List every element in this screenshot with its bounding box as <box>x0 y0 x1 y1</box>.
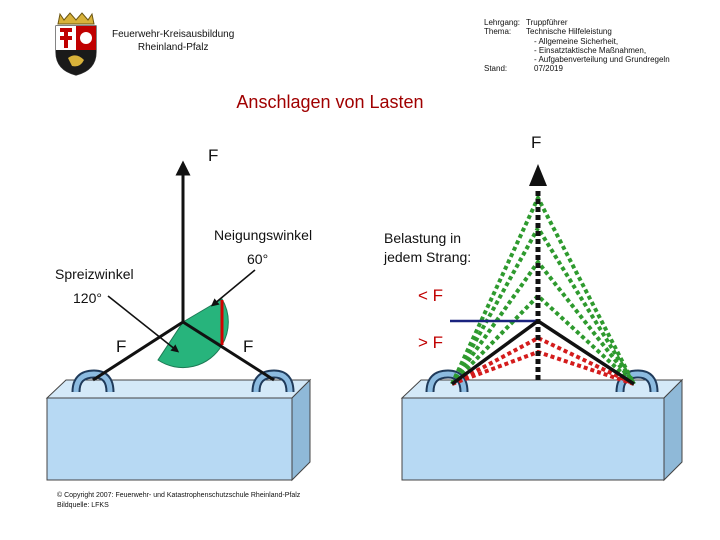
inclination-label: Neigungswinkel <box>214 227 313 243</box>
spread-angle-arrow <box>107 295 180 353</box>
lifting-eye-left <box>425 369 469 393</box>
load-label-line-2: jedem Strang: <box>384 249 472 265</box>
force-label-top-left: F <box>208 146 219 165</box>
page-title: Anschlagen von Lasten <box>236 92 424 112</box>
course-label: Lehrgang: <box>484 18 521 27</box>
lifting-eye-left <box>71 369 115 393</box>
force-label-top-right: F <box>531 133 542 152</box>
load-block-right <box>400 378 684 482</box>
org-line-1: Feuerwehr-Kreisausbildung <box>112 29 235 40</box>
copyright-text: © Copyright 2007: Feuerwehr- und Katastr… <box>57 492 301 499</box>
topic-label: Thema: <box>484 27 512 37</box>
topic-item: - Einsatztaktische Maßnahmen, <box>534 45 647 55</box>
force-label-rope-right: F <box>243 337 254 356</box>
lifting-eye-right <box>615 369 659 393</box>
topic-value: Technische Hilfeleistung <box>526 27 612 37</box>
rope-green-dotted-set <box>450 193 636 386</box>
greater-than-force-label: > F <box>418 333 444 352</box>
force-arrow-up <box>529 164 547 186</box>
org-line-2: Rheinland-Pfalz <box>137 42 209 53</box>
rope-right <box>182 320 275 382</box>
inclination-angle-wedge <box>157 321 223 369</box>
inclination-angle-arrow <box>210 269 256 307</box>
rope-solid <box>450 318 635 386</box>
rope-left <box>92 320 184 382</box>
load-block-left <box>45 378 312 482</box>
inclination-value: 60° <box>247 251 269 267</box>
load-label-line-1: Belastung in <box>384 230 462 246</box>
image-source-text: Bildquelle: LFKS <box>57 502 109 509</box>
spread-label: Spreizwinkel <box>55 266 134 282</box>
status-label: Stand: <box>484 64 508 74</box>
lifting-eye-right <box>251 369 295 393</box>
organization-name: Feuerwehr-Kreisausbildung Rheinland-Pfal… <box>112 28 234 54</box>
spread-value: 120° <box>73 290 102 306</box>
status-value: 07/2019 <box>534 64 563 74</box>
coat-of-arms-logo <box>55 12 97 76</box>
course-value: Truppführer <box>526 18 568 27</box>
footer: © Copyright 2007: Feuerwehr- und Katastr… <box>57 491 300 511</box>
topic-item: - Aufgabenverteilung und Grundregeln <box>534 55 670 65</box>
less-than-force-label: < F <box>418 286 444 305</box>
topic-item: - Allgemeine Sicherheit, <box>534 36 619 46</box>
course-metadata: Lehrgang: Truppführer Thema: Technische … <box>484 18 670 74</box>
force-label-rope-left: F <box>116 337 127 356</box>
